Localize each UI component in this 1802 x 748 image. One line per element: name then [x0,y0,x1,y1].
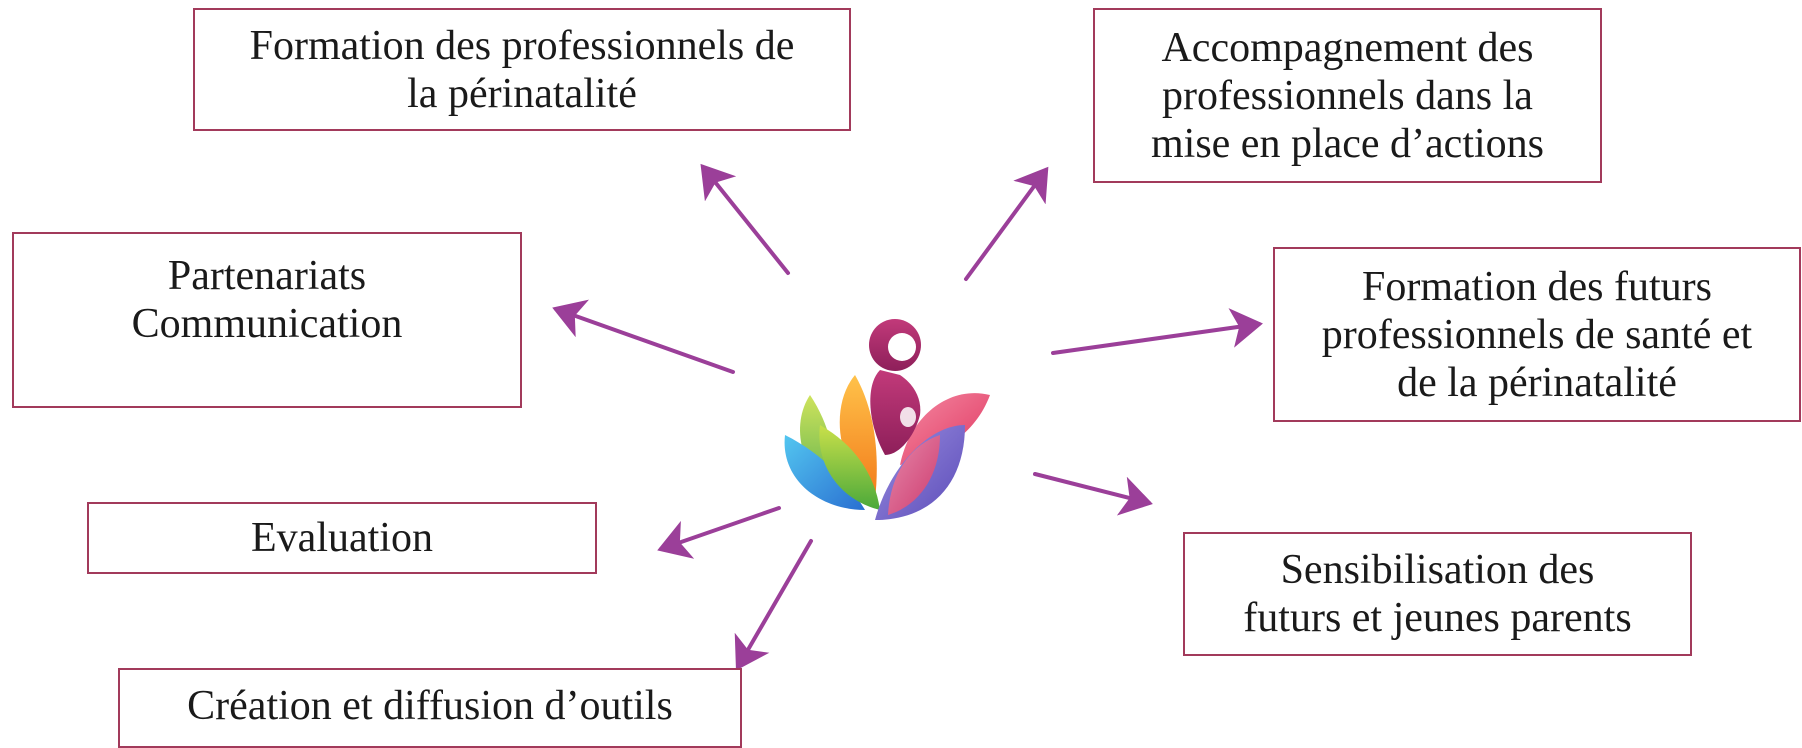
perinatal-woman-petals-logo-icon [784,319,990,520]
box-line: de la périnatalité [1397,359,1677,406]
arrow-to-formation-futurs [1051,308,1263,355]
box-line: futurs et jeunes parents [1243,595,1632,641]
box-evaluation: Evaluation [87,502,597,574]
box-line: Création et diffusion d’outils [187,683,673,729]
box-line: Accompagnement des [1161,24,1534,71]
arrow-to-formation-professionnels [700,163,790,275]
box-line: mise en place d’actions [1150,120,1544,167]
box-line: la périnatalité [407,70,637,117]
box-partenariats-communication: Partenariats Communication [12,232,522,408]
box-line: Formation des professionnels de [249,22,795,69]
box-formation-professionnels: Formation des professionnels de la périn… [193,8,851,131]
arrow-to-accompagnement [964,166,1049,281]
box-line: Sensibilisation des [1280,547,1595,593]
box-line: Formation des futurs [1362,263,1712,310]
box-accompagnement: Accompagnement des professionnels dans l… [1093,8,1602,183]
arrow-to-partenariats [552,299,735,374]
box-sensibilisation-parents: Sensibilisation des futurs et jeunes par… [1183,532,1692,656]
box-line: professionnels dans la [1162,72,1533,119]
box-formation-futurs-professionnels: Formation des futurs professionnels de s… [1273,247,1801,422]
arrow-to-evaluation [657,506,781,559]
box-line: Communication [131,301,403,347]
box-line: Partenariats [167,253,367,299]
arrow-to-sensibilisation [1033,472,1153,516]
box-creation-diffusion-outils: Création et diffusion d’outils [118,668,742,748]
box-line: Evaluation [251,515,433,561]
arrow-to-outils [734,539,813,671]
box-line: professionnels de santé et [1321,311,1753,358]
